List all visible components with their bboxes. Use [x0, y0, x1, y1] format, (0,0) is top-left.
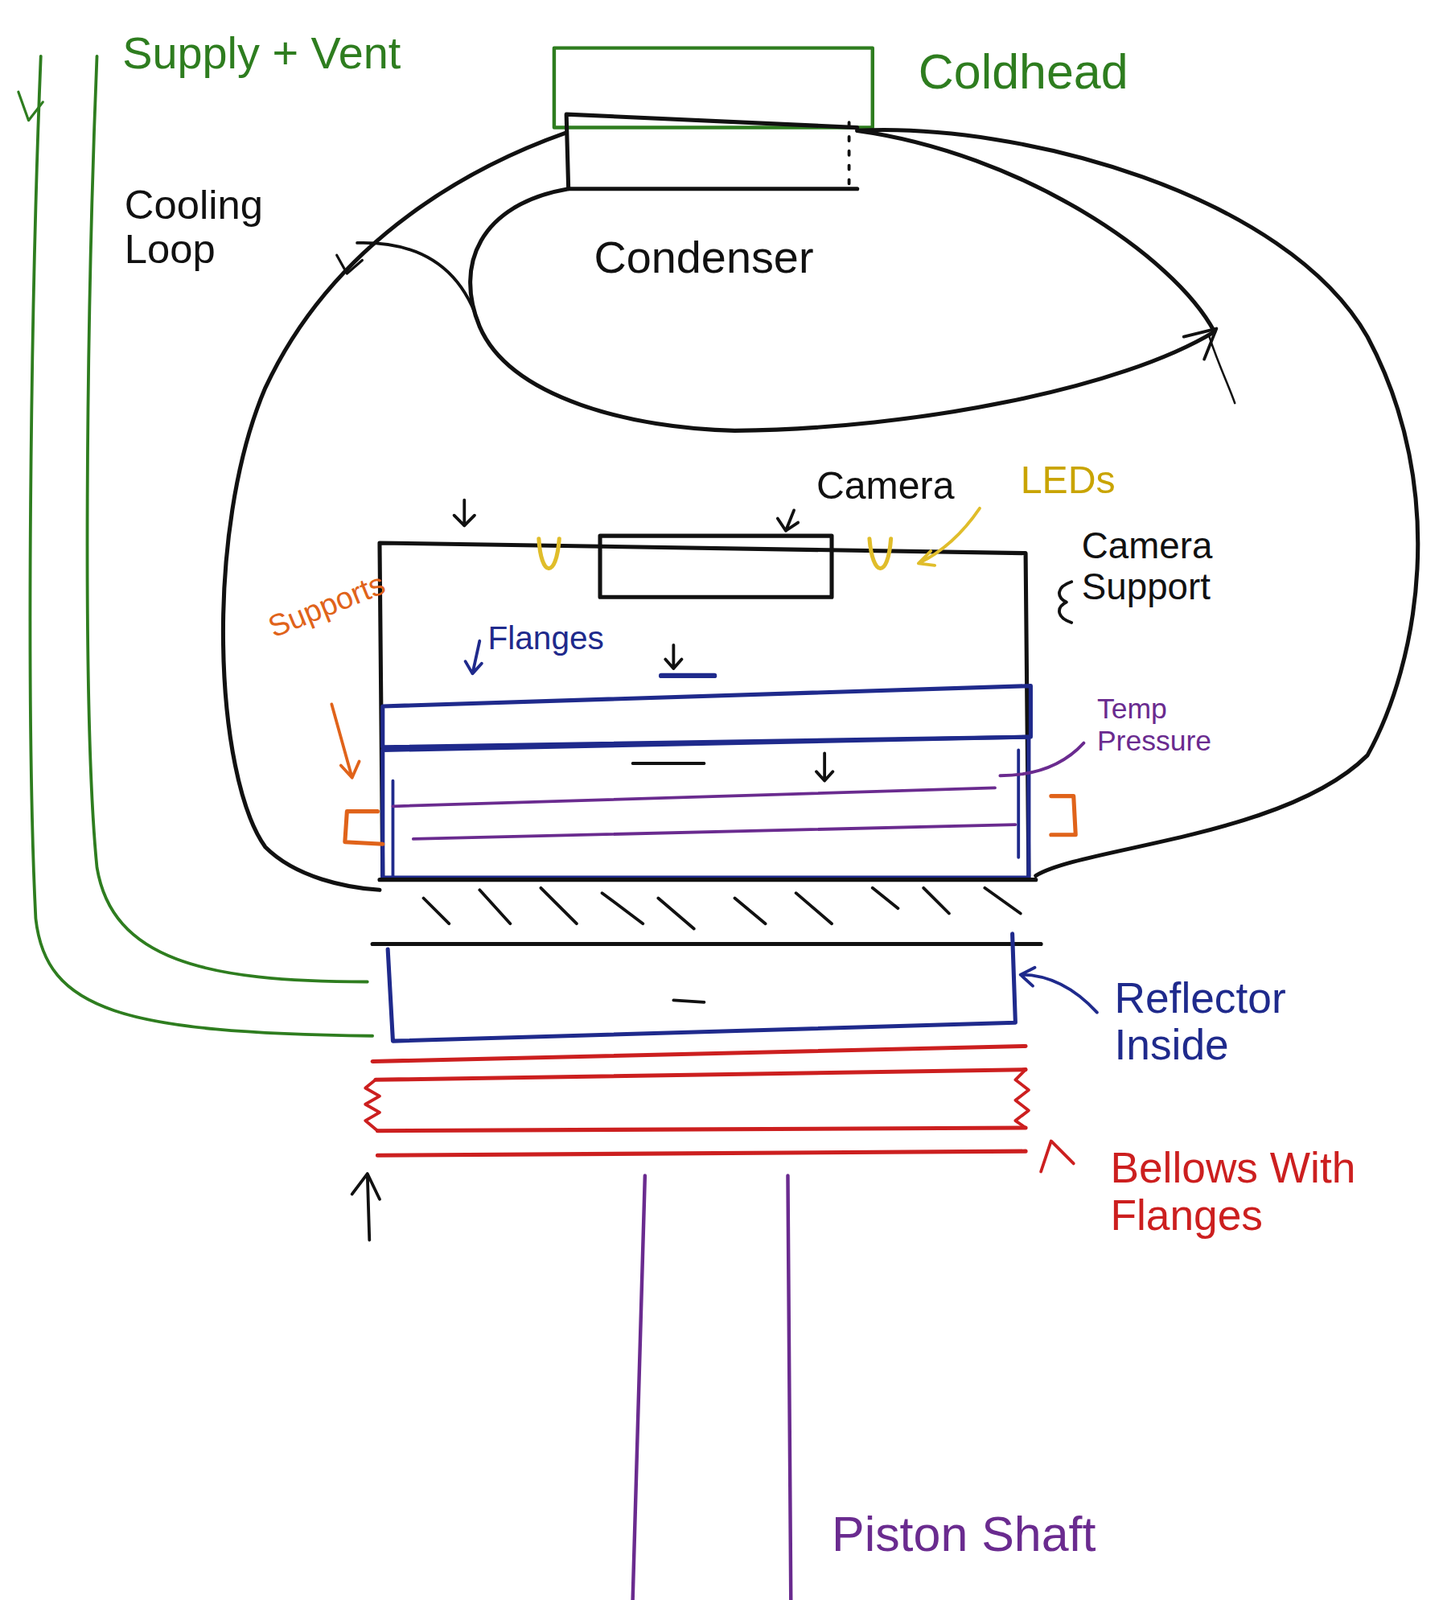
part-label: Camera	[816, 465, 991, 509]
condenser-region: Condenser	[593, 232, 814, 282]
node-label: Condenser	[593, 232, 814, 282]
part-label: Coldhead	[918, 45, 1154, 100]
part-label: Reflector Inside	[1114, 974, 1334, 1069]
part-label: Temp Pressure	[1097, 694, 1235, 757]
part-label: LEDs	[1020, 459, 1154, 502]
part-label: Cooling Loop	[124, 181, 309, 272]
part-label: Flanges	[487, 620, 641, 657]
part-label: Camera Support	[1081, 525, 1250, 606]
part-label: Piston Shaft	[831, 1508, 1240, 1563]
part-label: Bellows With Flanges	[1110, 1145, 1417, 1240]
part-label: Supply + Vent	[122, 28, 469, 79]
